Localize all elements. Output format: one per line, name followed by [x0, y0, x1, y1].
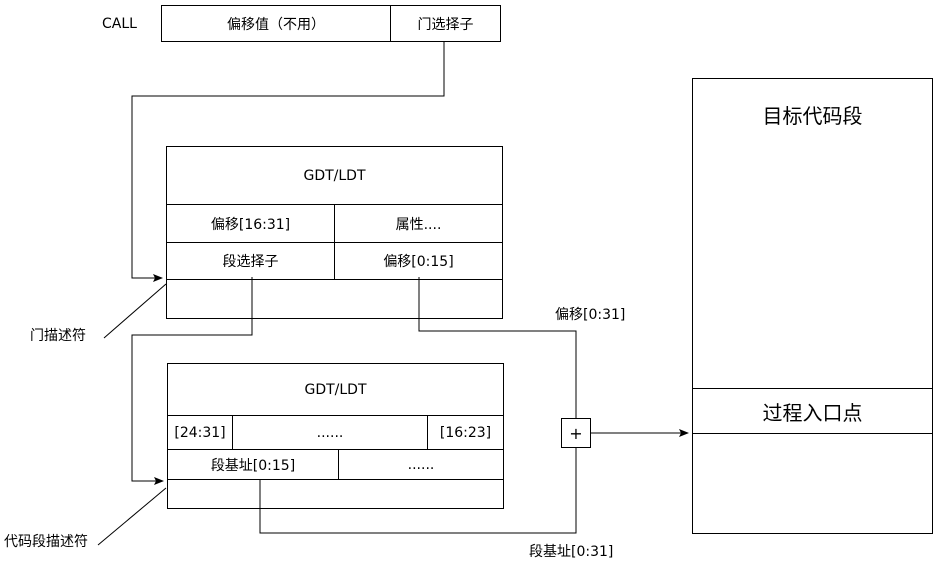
- code-descriptor-title: GDT/LDT: [168, 364, 503, 416]
- adder-symbol: +: [569, 423, 583, 443]
- gate-attributes: 属性....: [335, 205, 502, 243]
- gate-descriptor-title: GDT/LDT: [167, 147, 502, 205]
- gate-caption-leader: [103, 283, 167, 339]
- adder-box: +: [561, 418, 591, 448]
- call-selector-field: 门选择子: [417, 16, 474, 33]
- code-descriptor-caption: 代码段描述符: [4, 534, 88, 550]
- procedure-entry-point: 过程入口点: [693, 388, 932, 434]
- target-code-segment: 目标代码段 过程入口点: [692, 78, 933, 534]
- call-offset-field: 偏移值（不用）: [162, 6, 391, 41]
- code-base-0-15: 段基址[0:15]: [168, 450, 339, 480]
- gate-offset-high: 偏移[16:31]: [167, 205, 335, 243]
- gate-descriptor-table: GDT/LDT 偏移[16:31] 属性.... 段选择子 偏移[0:15]: [166, 146, 503, 319]
- code-descriptor-table: GDT/LDT [24:31] ...... [16:23] 段基址[0:15]…: [167, 363, 504, 509]
- gate-descriptor-caption: 门描述符: [30, 328, 86, 344]
- call-label: CALL: [102, 16, 137, 32]
- offset-0-31-label: 偏移[0:31]: [555, 307, 626, 323]
- code-row2-right: ......: [339, 450, 503, 480]
- code-row1-middle: ......: [233, 416, 428, 450]
- gate-segment-selector: 段选择子: [167, 243, 335, 280]
- code-base-24-31: [24:31]: [168, 416, 233, 450]
- code-caption-leader: [97, 487, 167, 546]
- call-instruction-box: 偏移值（不用） 门选择子: [161, 5, 501, 42]
- target-segment-title: 目标代码段: [762, 103, 863, 128]
- code-base-16-23: [16:23]: [428, 416, 503, 450]
- base-0-31-label: 段基址[0:31]: [529, 544, 614, 560]
- gate-offset-low: 偏移[0:15]: [335, 243, 502, 280]
